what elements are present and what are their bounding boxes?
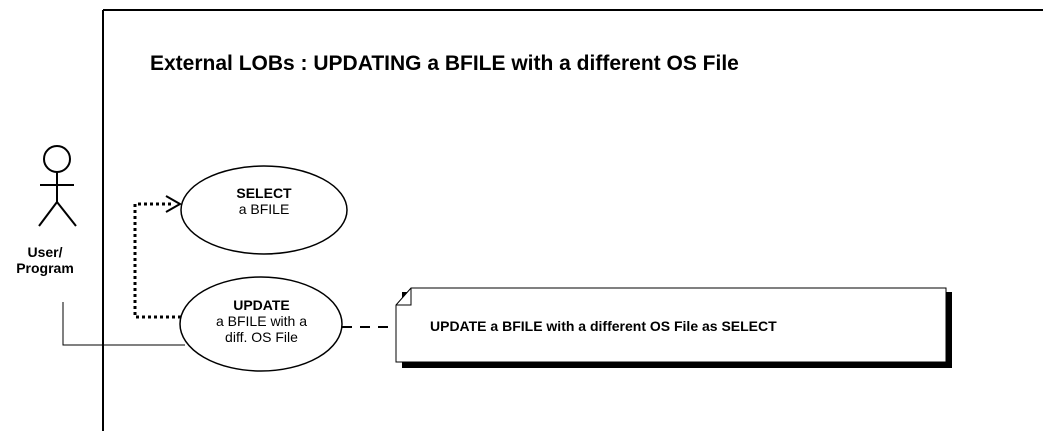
use-case-update-action: UPDATE <box>233 297 290 313</box>
use-case-select-label[interactable]: SELECT a BFILE <box>180 185 348 217</box>
system-boundary <box>102 9 1043 431</box>
actor-label-line2: Program <box>16 260 74 277</box>
use-case-select-object: a BFILE <box>238 201 290 218</box>
use-case-update-line2: a BFILE with a <box>215 313 308 330</box>
diagram-title: External LOBs : UPDATING a BFILE with a … <box>150 52 739 75</box>
actor-label: User/ Program <box>0 244 90 276</box>
note-text: UPDATE a BFILE with a different OS File … <box>430 318 777 334</box>
use-case-select-ellipse[interactable] <box>180 165 348 255</box>
actor-icon <box>38 145 77 227</box>
actor-association-line <box>62 302 185 346</box>
note-box <box>395 287 952 368</box>
use-case-update-ellipse[interactable] <box>179 276 343 372</box>
actor-label-line1: User/ <box>27 244 63 260</box>
use-case-select-action: SELECT <box>236 185 292 201</box>
dependency-arrow <box>133 195 183 319</box>
use-case-update-line3: diff. OS File <box>225 329 298 346</box>
use-case-update-label[interactable]: UPDATE a BFILE with a diff. OS File <box>180 297 343 345</box>
